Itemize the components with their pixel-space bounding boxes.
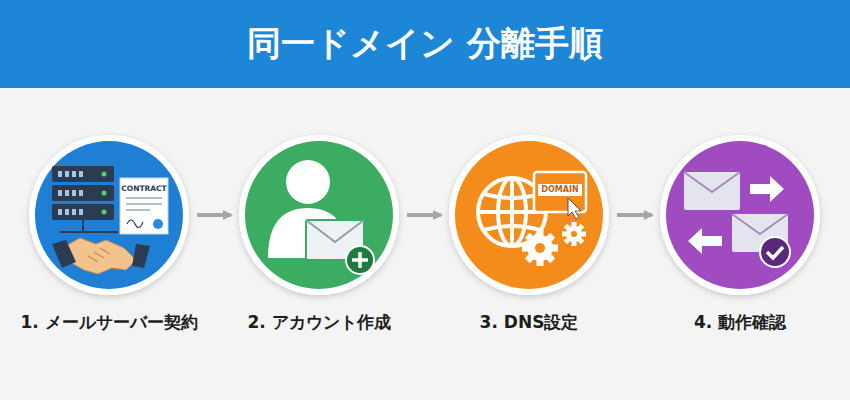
step-label: 3. DNS設定 [480, 311, 579, 334]
step-label: 1. メールサーバー契約 [20, 311, 197, 334]
step-label: 2. アカウント作成 [247, 311, 390, 334]
icon-text: DOMAIN [538, 184, 582, 196]
step-circle: 4. 動作確認 [660, 135, 820, 295]
title-text: 同一ドメイン 分離手順 [0, 0, 850, 88]
step-arrow [617, 213, 652, 217]
step-circle: 2. アカウント作成 [239, 135, 399, 295]
icon-text: CONTRACT [120, 183, 168, 195]
step-circle: 1. メールサーバー契約 [29, 135, 189, 295]
step-circle: 3. DNS設定 [449, 135, 609, 295]
step-label: 4. 動作確認 [694, 311, 786, 334]
step-arrow [407, 213, 441, 217]
step-arrow [197, 213, 231, 217]
